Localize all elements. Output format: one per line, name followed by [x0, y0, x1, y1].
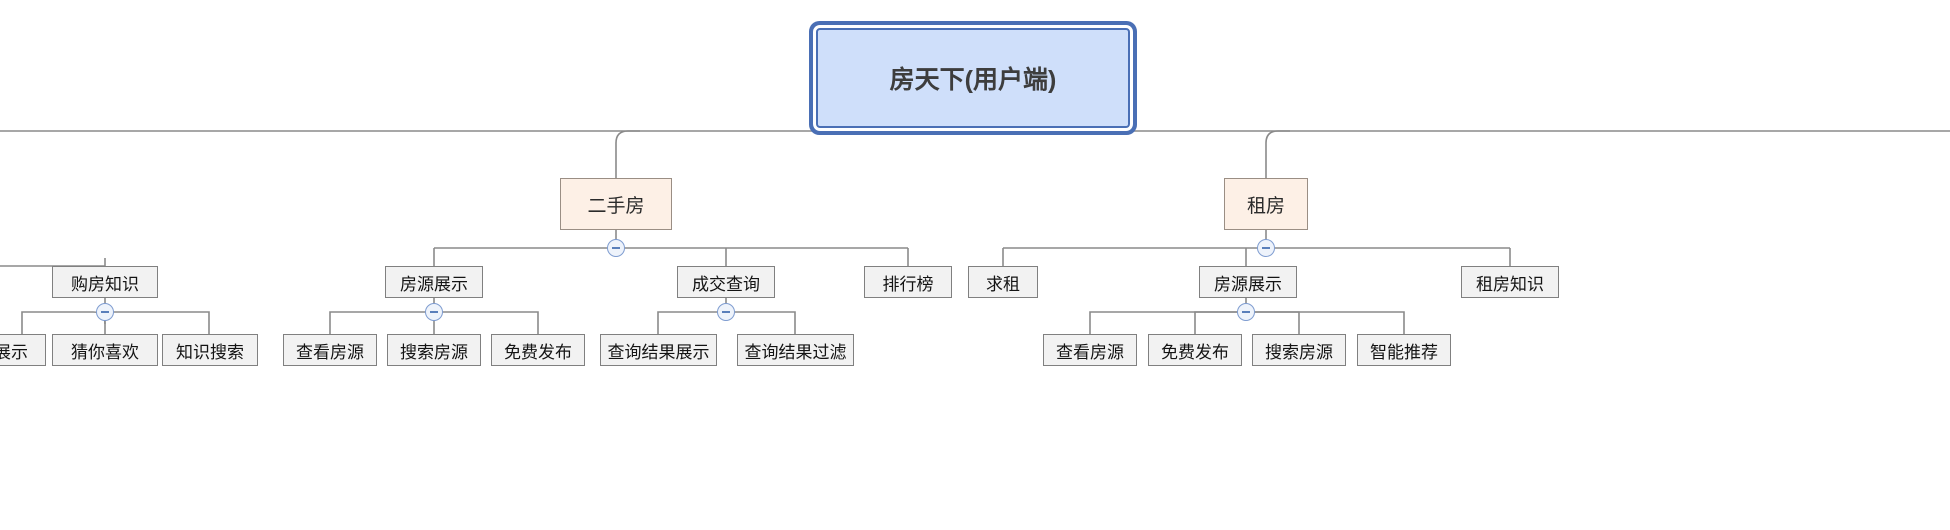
- node-leaf-esf-mianfeifabu-label: 免费发布: [504, 342, 572, 362]
- node-zufang[interactable]: 租房: [1224, 178, 1308, 230]
- node-leaf-zf-zhinengtuijian-label: 智能推荐: [1370, 342, 1438, 362]
- node-root-label: 房天下(用户端): [889, 66, 1057, 94]
- node-leaf-esf-chaxunjieguozhanshi[interactable]: 查询结果展示: [600, 334, 717, 366]
- node-zf-fangyuanzhanshi[interactable]: 房源展示: [1199, 266, 1297, 298]
- node-zf-qiuzu-label: 求租: [986, 274, 1020, 294]
- node-esf-chengjiaochaxun[interactable]: 成交查询: [677, 266, 775, 298]
- node-leaf-zf-sousuofangyuan-label: 搜索房源: [1265, 342, 1333, 362]
- edge-cjcx-to-jgzhanshi: [657, 311, 727, 334]
- node-esf-fangyuanzhanshi[interactable]: 房源展示: [385, 266, 483, 298]
- edge-goufang-to-zhishisousuo: [104, 311, 210, 334]
- node-zufang-label: 租房: [1246, 195, 1285, 217]
- node-esf-paihangbang[interactable]: 排行榜: [864, 266, 952, 298]
- node-leaf-zhishisousuo-label: 知识搜索: [176, 342, 244, 362]
- node-goufangzhishi[interactable]: 购房知识: [52, 266, 158, 298]
- node-esf-chengjiaochaxun-label: 成交查询: [692, 274, 760, 294]
- node-esf-fangyuanzhanshi-label: 房源展示: [400, 274, 468, 294]
- node-leaf-zf-chakanfangyuan-label: 查看房源: [1056, 342, 1124, 362]
- node-leaf-esf-chakanfangyuan[interactable]: 查看房源: [283, 334, 377, 366]
- edge-trunk-to-ershoufang: [615, 130, 640, 178]
- node-leaf-zhanshi-label: 展示: [0, 342, 28, 362]
- collapse-toggle-ershoufang[interactable]: [607, 239, 625, 257]
- node-zf-fangyuanzhanshi-label: 房源展示: [1214, 274, 1282, 294]
- node-leaf-zhanshi[interactable]: 展示: [0, 334, 46, 366]
- node-leaf-zf-mianfeifabu-label: 免费发布: [1161, 342, 1229, 362]
- edge-esf-to-mianfeifabu: [433, 311, 539, 334]
- node-ershoufang-label: 二手房: [587, 195, 645, 217]
- node-leaf-zf-sousuofangyuan[interactable]: 搜索房源: [1252, 334, 1346, 366]
- node-zf-zufangzhishi[interactable]: 租房知识: [1461, 266, 1559, 298]
- node-leaf-esf-chakanfangyuan-label: 查看房源: [296, 342, 364, 362]
- node-leaf-zf-chakanfangyuan[interactable]: 查看房源: [1043, 334, 1137, 366]
- node-zf-zufangzhishi-label: 租房知识: [1476, 274, 1544, 294]
- node-leaf-zf-zhinengtuijian[interactable]: 智能推荐: [1357, 334, 1451, 366]
- node-leaf-cainixihuan[interactable]: 猜你喜欢: [52, 334, 158, 366]
- edge-esf-to-chakanfangyuan: [329, 311, 435, 334]
- node-leaf-zhishisousuo[interactable]: 知识搜索: [162, 334, 258, 366]
- edge-zf-to-zhinengtuijian: [1245, 311, 1405, 334]
- node-leaf-esf-sousuofangyuan-label: 搜索房源: [400, 342, 468, 362]
- collapse-toggle-esf-fangyuanzhanshi[interactable]: [425, 303, 443, 321]
- node-leaf-cainixihuan-label: 猜你喜欢: [71, 342, 139, 362]
- collapse-toggle-zufang[interactable]: [1257, 239, 1275, 257]
- edge-goufang-to-zhanshi: [21, 311, 106, 334]
- edge-cjcx-to-jgguolv: [725, 311, 796, 334]
- node-ershoufang[interactable]: 二手房: [560, 178, 672, 230]
- node-root[interactable]: 房天下(用户端): [816, 28, 1130, 128]
- node-esf-paihangbang-label: 排行榜: [882, 274, 934, 294]
- node-leaf-zf-mianfeifabu[interactable]: 免费发布: [1148, 334, 1242, 366]
- collapse-toggle-esf-chengjiaochaxun[interactable]: [717, 303, 735, 321]
- node-goufangzhishi-label: 购房知识: [71, 274, 139, 294]
- edge-trunk-to-zufang: [1265, 130, 1290, 178]
- node-leaf-esf-mianfeifabu[interactable]: 免费发布: [491, 334, 585, 366]
- node-leaf-esf-chaxunjieguoguolv-label: 查询结果过滤: [744, 342, 847, 362]
- collapse-toggle-zf-fangyuanzhanshi[interactable]: [1237, 303, 1255, 321]
- node-leaf-esf-chaxunjieguozhanshi-label: 查询结果展示: [607, 342, 710, 362]
- node-leaf-esf-chaxunjieguoguolv[interactable]: 查询结果过滤: [737, 334, 854, 366]
- collapse-toggle-goufangzhishi[interactable]: [96, 303, 114, 321]
- node-leaf-esf-sousuofangyuan[interactable]: 搜索房源: [387, 334, 481, 366]
- node-zf-qiuzu[interactable]: 求租: [968, 266, 1038, 298]
- edge-zf-to-chakanfangyuan: [1089, 311, 1247, 334]
